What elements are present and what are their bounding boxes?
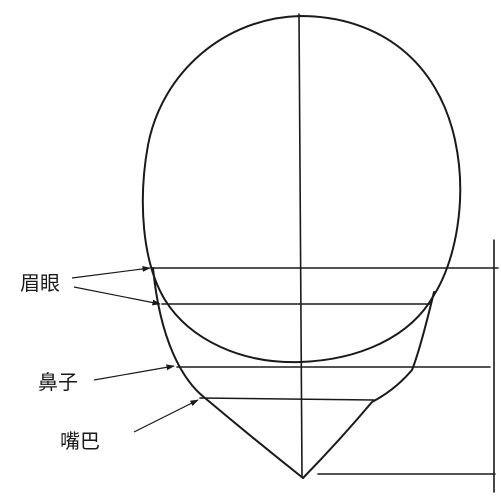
label-brow-eye: 眉眼 xyxy=(20,271,60,295)
mouth-guide-line xyxy=(200,398,374,400)
center-line xyxy=(299,14,302,476)
brow-arrow xyxy=(72,268,150,278)
label-mouth: 嘴巴 xyxy=(60,429,100,453)
label-nose: 鼻子 xyxy=(38,370,78,394)
mouth-arrow xyxy=(134,400,198,432)
jaw-outline xyxy=(153,268,303,478)
eye-arrow xyxy=(74,287,160,304)
nose-arrow xyxy=(94,366,174,380)
